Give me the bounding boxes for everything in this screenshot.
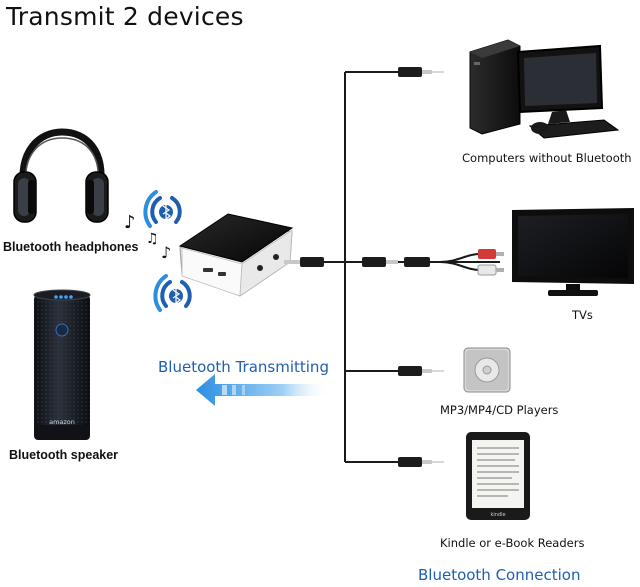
label-computers: Computers without Bluetooth bbox=[462, 151, 632, 165]
mp3-player-icon bbox=[463, 347, 511, 393]
bluetooth-signal-icon bbox=[143, 190, 182, 228]
svg-text:♪: ♪ bbox=[124, 212, 136, 233]
caption-connection: Bluetooth Connection bbox=[418, 566, 581, 584]
ebook-reader-icon bbox=[466, 432, 530, 520]
label-tvs: TVs bbox=[572, 308, 593, 322]
audio-jack-icon bbox=[284, 257, 430, 267]
audio-jack-icon bbox=[398, 67, 444, 77]
page-title: Transmit 2 devices bbox=[6, 2, 244, 31]
svg-text:♪: ♪ bbox=[161, 243, 171, 262]
computer-icon bbox=[469, 39, 620, 139]
label-headphones: Bluetooth headphones bbox=[3, 240, 139, 254]
ebook-brand-text: kindle bbox=[490, 512, 505, 518]
caption-transmitting: Bluetooth Transmitting bbox=[158, 358, 329, 376]
cable-lines bbox=[298, 71, 500, 463]
label-mp3: MP3/MP4/CD Players bbox=[440, 403, 559, 417]
music-note-icon: ♪ ♫ ♪ bbox=[124, 212, 171, 262]
rca-splitter-icon bbox=[439, 249, 504, 276]
label-speaker: Bluetooth speaker bbox=[9, 448, 119, 462]
headphones-icon bbox=[13, 128, 109, 223]
speaker-icon bbox=[33, 289, 91, 440]
bluetooth-transmitter-icon bbox=[178, 213, 294, 297]
transmit-arrow-icon bbox=[196, 374, 330, 406]
svg-text:♫: ♫ bbox=[146, 231, 159, 247]
audio-jack-icon bbox=[398, 457, 444, 467]
label-ebook: Kindle or e-Book Readers bbox=[440, 536, 585, 550]
tv-icon bbox=[512, 208, 634, 296]
bluetooth-signal-icon bbox=[153, 274, 192, 312]
speaker-brand-text: amazon bbox=[49, 418, 75, 426]
audio-jack-icon bbox=[398, 366, 444, 376]
